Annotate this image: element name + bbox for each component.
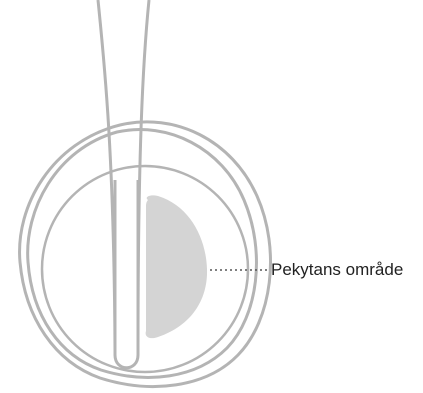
touch-area-label: Pekytans område: [271, 259, 403, 281]
headband-slider-arm: [115, 180, 138, 368]
earcup-inner-plate: [42, 166, 248, 372]
